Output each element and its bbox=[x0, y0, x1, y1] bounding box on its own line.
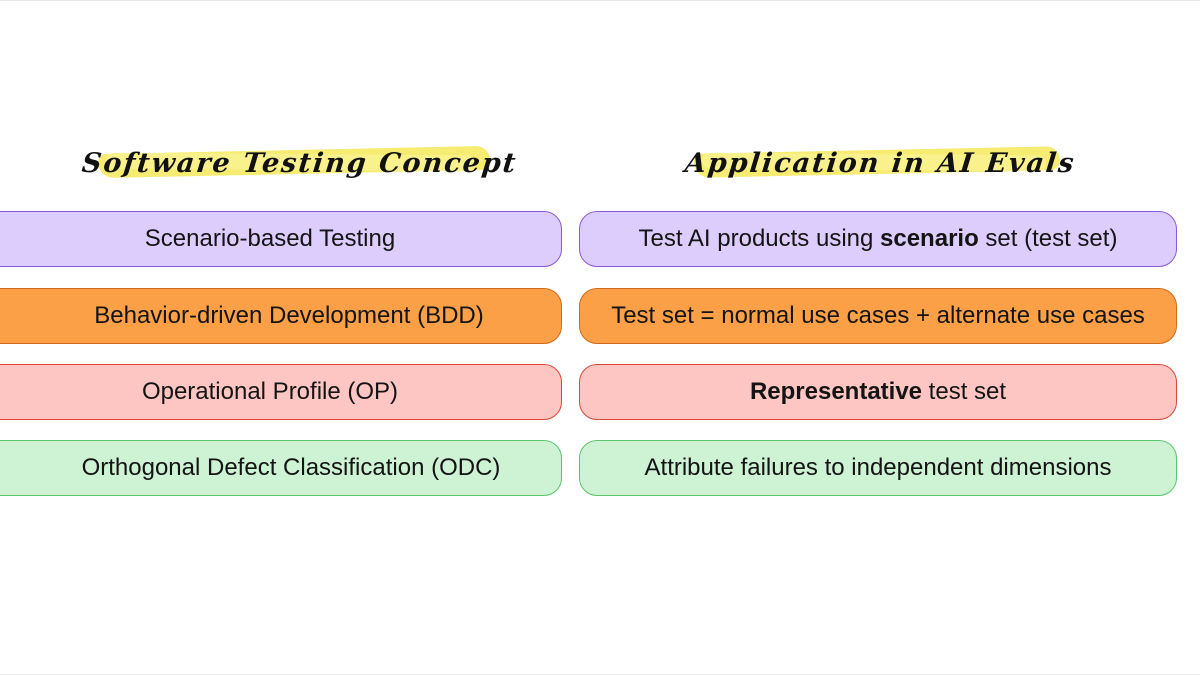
application-pill-use-cases: Test set = normal use cases + alternate … bbox=[579, 288, 1177, 344]
application-heading-text: Application in AI Evals bbox=[683, 147, 1077, 179]
concept-label: Orthogonal Defect Classification (ODC) bbox=[81, 454, 501, 481]
concept-column-heading: Software Testing Concept bbox=[80, 138, 520, 188]
concept-pill-odc: Orthogonal Defect Classification (ODC) bbox=[0, 440, 562, 496]
top-border bbox=[0, 0, 1200, 1]
concept-label: Behavior-driven Development (BDD) bbox=[94, 302, 484, 329]
concept-label: Scenario-based Testing bbox=[144, 225, 396, 252]
concept-pill-operational-profile: Operational Profile (OP) bbox=[0, 364, 562, 420]
concept-label: Operational Profile (OP) bbox=[141, 378, 399, 405]
application-label: Test AI products using scenario set (tes… bbox=[638, 225, 1118, 252]
application-pill-scenario-set: Test AI products using scenario set (tes… bbox=[579, 211, 1177, 267]
concept-pill-scenario-testing: Scenario-based Testing bbox=[0, 211, 562, 267]
application-pill-representative-set: Representative test set bbox=[579, 364, 1177, 420]
application-pill-independent-dimensions: Attribute failures to independent dimens… bbox=[579, 440, 1177, 496]
application-label: Test set = normal use cases + alternate … bbox=[611, 302, 1145, 329]
application-label: Attribute failures to independent dimens… bbox=[644, 454, 1112, 481]
application-label: Representative test set bbox=[749, 378, 1007, 405]
concept-heading-text: Software Testing Concept bbox=[80, 147, 520, 179]
concept-pill-bdd: Behavior-driven Development (BDD) bbox=[0, 288, 562, 344]
application-column-heading: Application in AI Evals bbox=[660, 138, 1100, 188]
